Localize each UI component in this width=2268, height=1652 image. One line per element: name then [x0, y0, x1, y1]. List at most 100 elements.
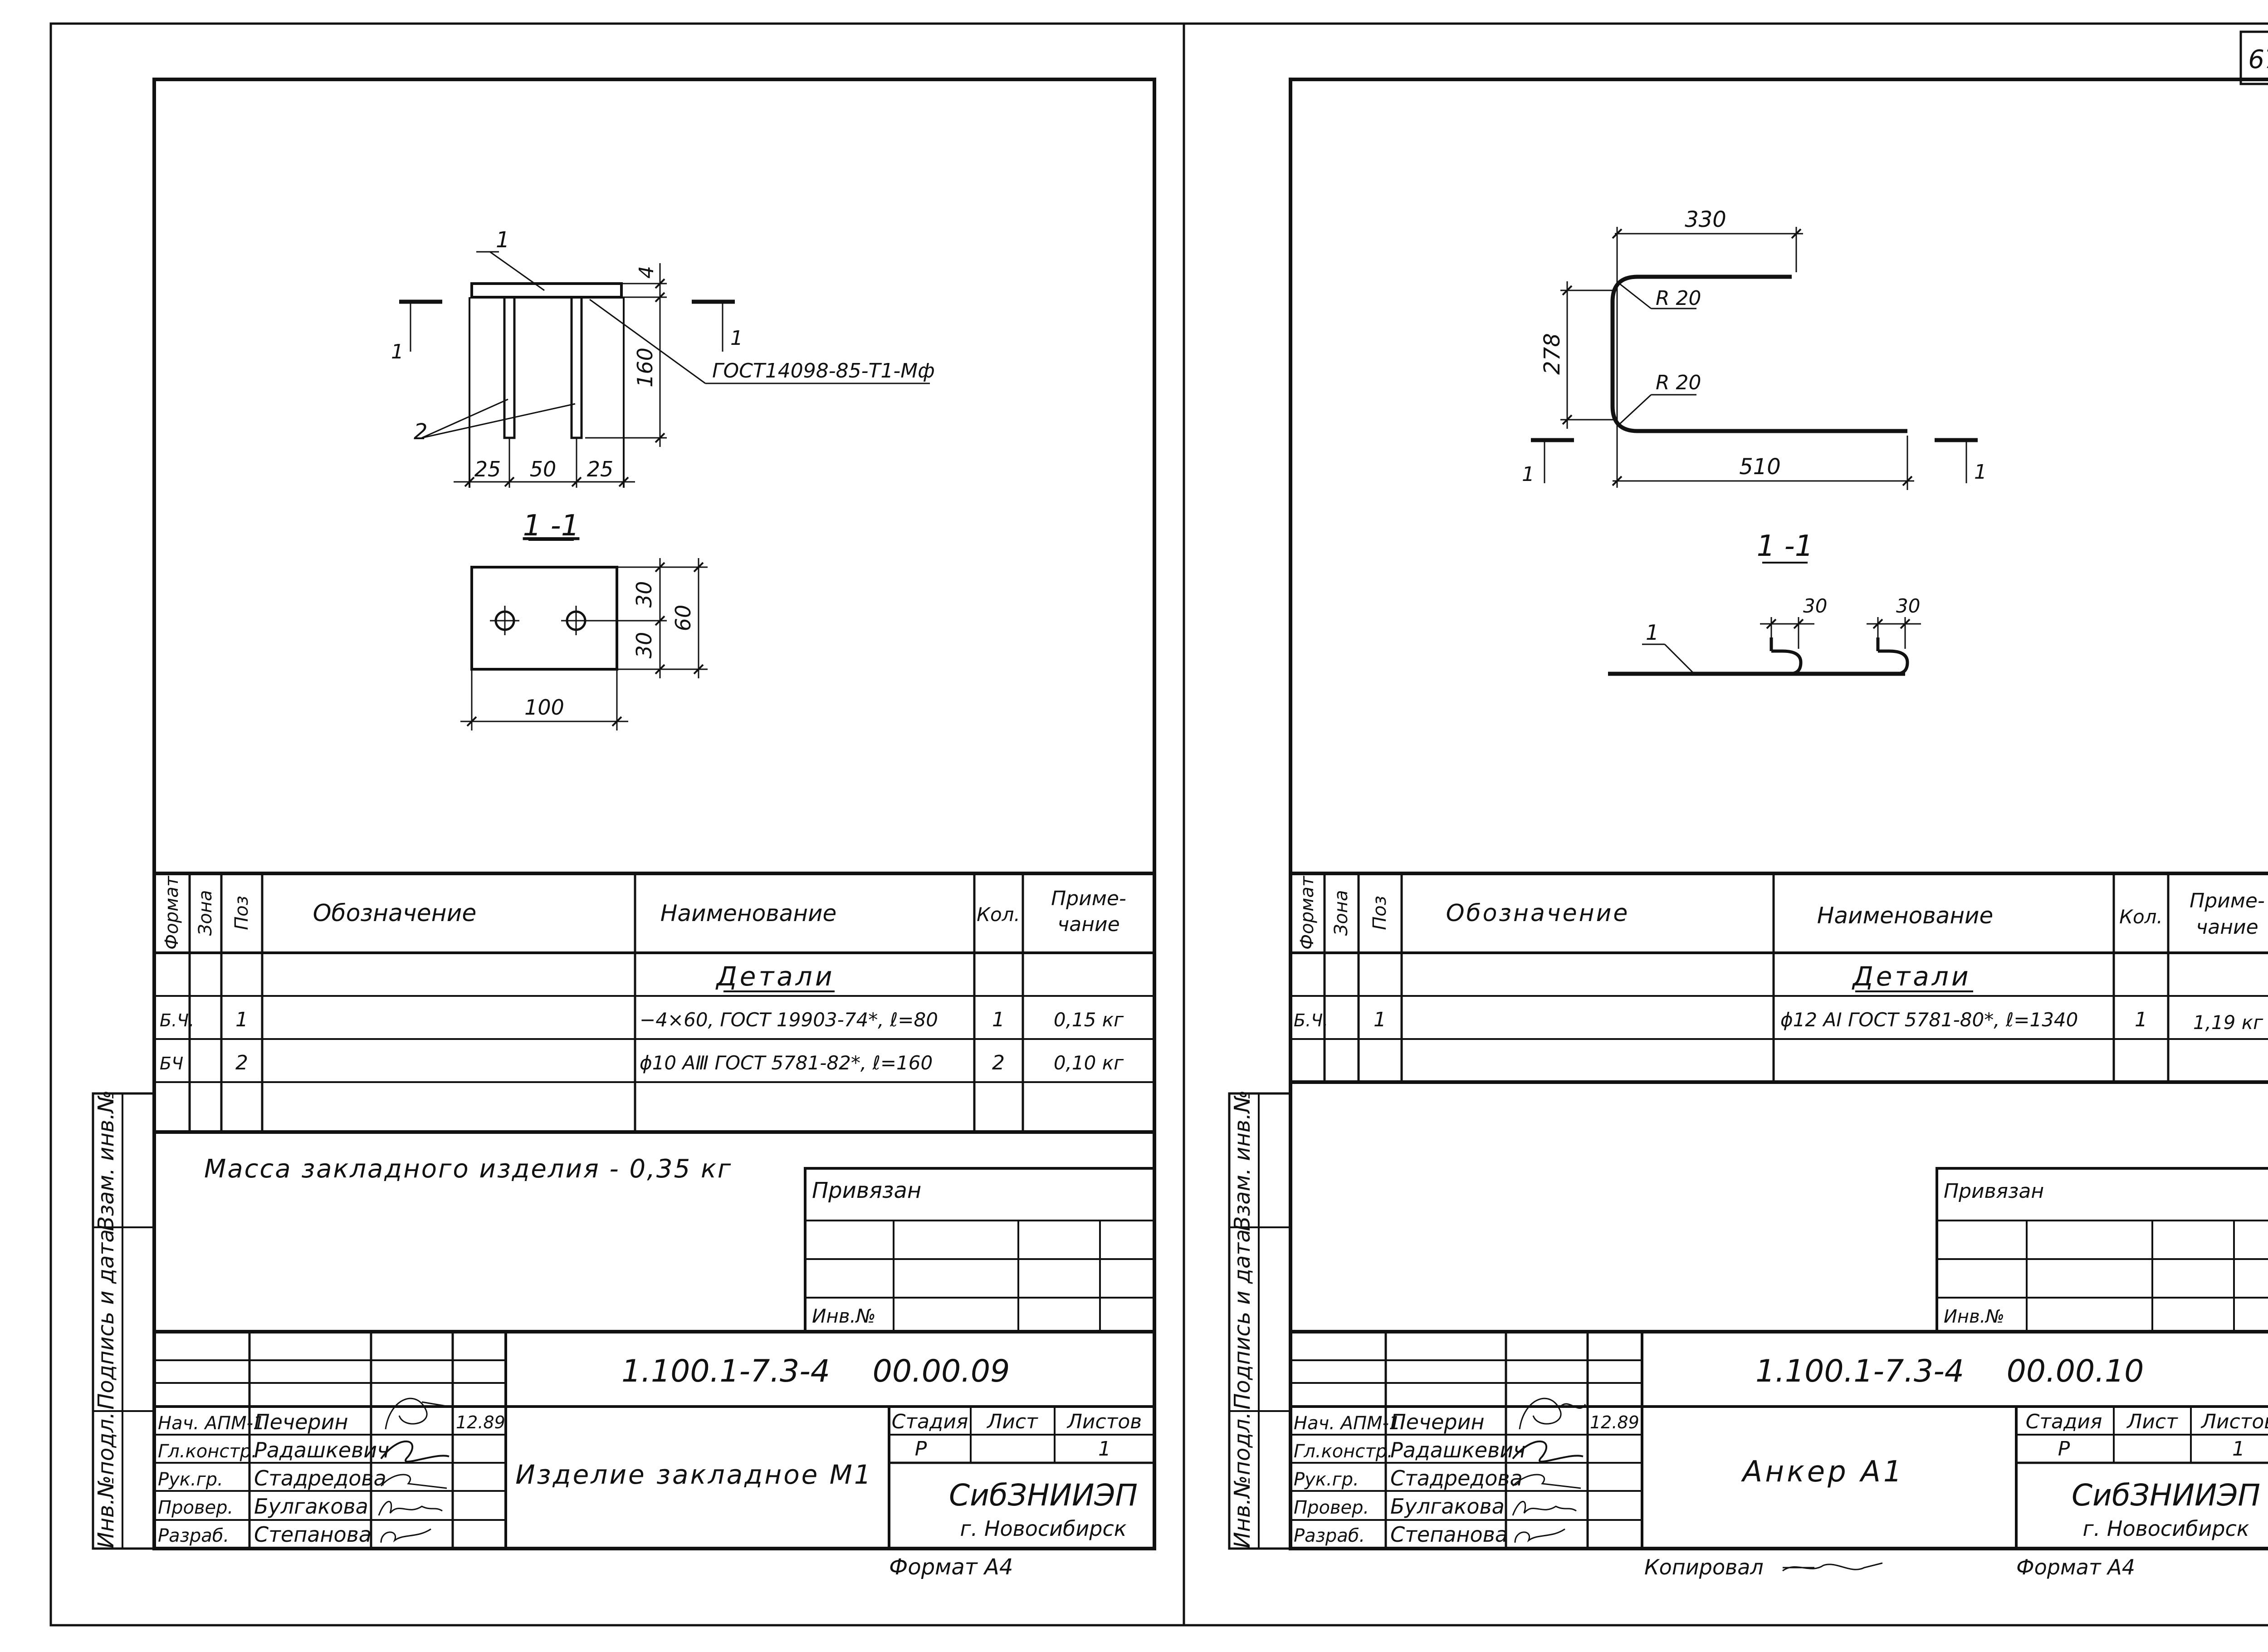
cut-mark-left: 1: [1522, 463, 1535, 486]
person-1: Печерин: [254, 1410, 348, 1434]
row2-qty: 2: [992, 1051, 1005, 1074]
mass-note: Масса закладного изделия - 0,35 кг: [204, 1154, 732, 1184]
side-label-inv: Инв.№подл.: [93, 1412, 119, 1549]
spec-section-title: Детали: [715, 961, 835, 992]
org-city: г. Новосибирск: [2082, 1516, 2249, 1541]
hdr-pos: Поз: [231, 896, 252, 930]
row1-name: ϕ12 АⅠ ГОСТ 5781-80*, ℓ=1340: [1780, 1009, 2078, 1031]
copied-signature: [1782, 1562, 1883, 1572]
title-block-right: 1.100.1-7.3-4 00.00.10 Анкер А1 Стадия Л…: [1290, 1330, 2268, 1549]
signature-1: [1519, 1397, 1586, 1430]
inv-label: Инв.№: [1944, 1306, 2004, 1327]
signature-3: [1512, 1474, 1581, 1489]
org-name: СибЗНИИЭП: [949, 1478, 1138, 1513]
row1-pos: 1: [1374, 1008, 1386, 1031]
signature-4: [378, 1500, 443, 1516]
side-label-sign: Подпись и дата: [1230, 1229, 1255, 1410]
dim-278: 278: [1540, 333, 1565, 375]
sec-dim-30-bottom: 30: [632, 632, 656, 659]
person-4: Булгакова: [254, 1494, 368, 1519]
signature-4: [1512, 1500, 1577, 1516]
side-label-inv: Инв.№подл.: [1230, 1412, 1255, 1549]
row1-name: −4×60, ГОСТ 19903-74*, ℓ=80: [640, 1009, 938, 1031]
person-2: Радашкевич: [1390, 1438, 1525, 1462]
signature-2: [1512, 1440, 1584, 1463]
row1-note: 0,15 кг: [1054, 1009, 1124, 1031]
sec-dim-30-top: 30: [632, 581, 656, 608]
role-5: Разраб.: [1294, 1525, 1365, 1546]
person-5: Степанова: [254, 1522, 371, 1547]
org-name: СибЗНИИЭП: [2072, 1478, 2260, 1513]
dim-thickness: 4: [635, 266, 658, 279]
person-2: Радашкевич: [254, 1438, 389, 1462]
dim-50: 50: [530, 457, 557, 481]
inv-label: Инв.№: [812, 1305, 876, 1327]
role-3: Рук.гр.: [158, 1469, 223, 1490]
person-5: Степанова: [1390, 1522, 1508, 1547]
hdr-zone: Зона: [1331, 890, 1352, 936]
tied-box-left: Привязан Инв.№: [804, 1167, 1156, 1333]
signature-3: [380, 1474, 447, 1489]
role-2: Гл.констр.: [158, 1441, 257, 1462]
page-number-box: [2239, 30, 2268, 85]
spec-table-right: Формат Зона Поз Обозначение Наименование…: [1290, 872, 2268, 1084]
doc-title: Изделие закладное М1: [515, 1459, 873, 1490]
sheet-header: Лист: [986, 1410, 1038, 1433]
role-4: Провер.: [1294, 1497, 1369, 1518]
doc-code-suffix: 00.00.09: [873, 1353, 1010, 1389]
side-stamp-left: Инв.№подл. Подпись и дата Взам. инв.№: [92, 1090, 156, 1550]
side-label-sign: Подпись и дата: [93, 1229, 119, 1410]
side-label-replace: Взам. инв.№: [93, 1090, 119, 1231]
doc-title: Анкер А1: [1740, 1455, 1904, 1489]
person-4: Булгакова: [1390, 1494, 1505, 1519]
doc-code-suffix: 00.00.10: [2007, 1353, 2144, 1389]
radius-top: R 20: [1656, 287, 1701, 310]
sheets-header: Листов: [1066, 1410, 1142, 1433]
format-label: Формат А4: [889, 1554, 1013, 1580]
sec-dim-30-b: 30: [1896, 595, 1920, 617]
frame-right: [1289, 78, 2268, 1550]
sheets-value: 1: [2232, 1437, 2245, 1461]
org-city: г. Новосибирск: [960, 1516, 1126, 1541]
pos-label-1: 1: [496, 227, 510, 253]
dim-height: 160: [633, 348, 657, 387]
row2-name: ϕ10 АⅢ ГОСТ 5781-82*, ℓ=160: [640, 1052, 933, 1074]
pos-label-2: 2: [414, 419, 428, 445]
doc-code: 1.100.1-7.3-4: [621, 1353, 830, 1389]
person-1: Печерин: [1390, 1410, 1485, 1434]
signature-1: [385, 1397, 450, 1430]
hdr-qty: Кол.: [2119, 906, 2163, 928]
hdr-note-1: Приме-: [1051, 887, 1126, 910]
signature-5: [380, 1528, 431, 1543]
tied-box-right: Привязан Инв.№: [1936, 1167, 2268, 1333]
hdr-name: Наименование: [1817, 902, 1994, 929]
format-label: Формат А4: [2016, 1555, 2135, 1579]
hdr-designation: Обозначение: [1446, 900, 1630, 927]
hdr-note-1: Приме-: [2190, 889, 2265, 912]
dim-330: 330: [1685, 207, 1726, 232]
row1-qty: 1: [2135, 1008, 2147, 1031]
person-3: Стадредова: [254, 1466, 386, 1490]
side-stamp-right: Инв.№подл. Подпись и дата Взам. инв.№: [1228, 1090, 1292, 1550]
page-number: 67: [2248, 45, 2268, 74]
row1-format: Б.Ч.: [1294, 1010, 1328, 1030]
side-label-replace: Взам. инв.№: [1230, 1090, 1255, 1231]
row2-pos: 2: [235, 1051, 248, 1074]
spec-section-title: Детали: [1851, 961, 1971, 992]
hdr-note-2: чание: [1057, 913, 1119, 936]
hdr-format: Формат: [1297, 875, 1318, 950]
role-1: Нач. АПМ-1: [158, 1413, 265, 1434]
sheets-value: 1: [1098, 1437, 1111, 1461]
section-label: 1 -1: [523, 509, 580, 543]
row1-pos: 1: [235, 1008, 248, 1031]
sec-pos-1: 1: [1646, 620, 1659, 645]
dim-25-left: 25: [474, 457, 501, 481]
doc-code: 1.100.1-7.3-4: [1755, 1353, 1964, 1389]
row2-note: 0,10 кг: [1054, 1052, 1124, 1074]
sheet-left: Инв.№подл. Подпись и дата Взам. инв.№ 25…: [92, 78, 1156, 1580]
drawing-a1: 330 278 R 20 R 20 510 1 1 1 -1: [1522, 207, 1987, 676]
cut-mark-right: 1: [1974, 461, 1987, 484]
signature-2: [380, 1440, 450, 1463]
stage-value: Р: [2058, 1437, 2070, 1461]
